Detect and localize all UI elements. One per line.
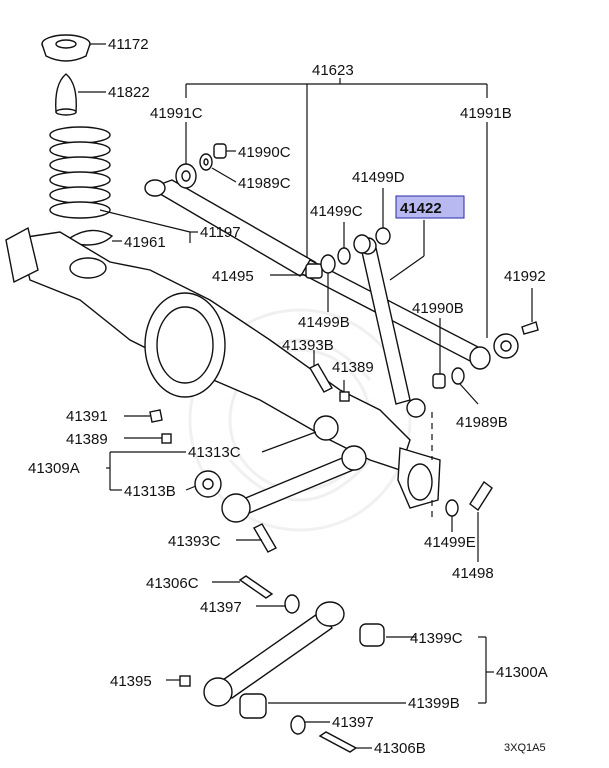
label-41499D[interactable]: 41499D [352,169,405,186]
label-41991C[interactable]: 41991C [150,105,203,122]
label-41389-lower[interactable]: 41389 [66,431,108,448]
bushing-41399B[interactable] [239,693,267,719]
label-41498[interactable]: 41498 [452,565,494,582]
label-41822[interactable]: 41822 [108,84,150,101]
spring-seat-41172[interactable] [41,34,91,62]
label-41961[interactable]: 41961 [124,234,166,251]
bushing-41990B[interactable] [432,373,446,389]
label-41991B[interactable]: 41991B [460,105,512,122]
label-41495[interactable]: 41495 [212,268,254,285]
label-41389-upper[interactable]: 41389 [332,359,374,376]
nut-41395[interactable] [179,675,191,687]
label-41399C[interactable]: 41399C [410,630,463,647]
highlight-41422 [395,195,465,219]
nut-41389b[interactable] [161,433,172,444]
bushing-41991C[interactable] [175,163,197,189]
label-41990C[interactable]: 41990C [238,144,291,161]
bolt-41393C[interactable] [253,523,277,553]
bushing-41499C[interactable] [337,234,371,265]
diagram-code: 3XQ1A5 [504,742,546,754]
washer-41989C[interactable] [199,153,213,171]
label-41397-upper[interactable]: 41397 [200,599,242,616]
bushing-41399C[interactable] [359,623,385,647]
label-41393B[interactable]: 41393B [282,337,334,354]
label-41197[interactable]: 41197 [200,224,241,241]
label-41990B[interactable]: 41990B [412,300,464,317]
bushing-41991B[interactable] [493,333,519,359]
bushing-pair-right[interactable] [469,346,491,370]
washer-41397a[interactable] [284,594,300,614]
nut-41389a[interactable] [339,391,350,402]
bump-stopper-41822[interactable] [55,73,77,116]
label-41499B[interactable]: 41499B [298,314,350,331]
bolt-41393B[interactable] [309,363,333,393]
bushing-41313C[interactable] [313,415,339,441]
washer-41499E[interactable] [445,499,459,517]
label-41397-lower[interactable]: 41397 [332,714,374,731]
lower-arm-41300A[interactable] [203,601,345,707]
coil-spring[interactable] [49,126,111,219]
label-41300A[interactable]: 41300A [496,664,548,681]
label-41499C[interactable]: 41499C [310,203,363,220]
leader-lines [106,78,533,749]
label-41623[interactable]: 41623 [312,62,354,79]
washer-41397b[interactable] [290,715,306,735]
label-41395[interactable]: 41395 [110,673,152,690]
label-41172[interactable]: 41172 [108,36,149,53]
nut-41391[interactable] [149,409,163,423]
label-41399B[interactable]: 41399B [408,695,460,712]
washer-41499B[interactable] [320,254,336,274]
bolt-41306B[interactable] [318,731,358,753]
bolt-41306C[interactable] [238,575,274,599]
label-41422[interactable]: 41422 [400,200,442,217]
label-41309A[interactable]: 41309A [28,460,80,477]
washer-41989B[interactable] [451,367,465,385]
washer-41499D[interactable] [375,227,391,245]
label-41992[interactable]: 41992 [504,268,546,285]
label-41989B[interactable]: 41989B [456,414,508,431]
label-41313B[interactable]: 41313B [124,483,176,500]
bushing-41313B[interactable] [194,470,222,498]
part-labels: 41172 41822 41623 41991C 41991B 41990C 4… [28,36,548,757]
label-41393C[interactable]: 41393C [168,533,221,550]
label-41391[interactable]: 41391 [66,408,108,425]
label-41313C[interactable]: 41313C [188,444,241,461]
label-41499E[interactable]: 41499E [424,534,476,551]
axle-housing [5,226,441,509]
spring-insulator-41961[interactable] [68,229,114,246]
bolt-41992[interactable] [521,321,539,335]
bolt-41498[interactable] [469,480,493,512]
label-41306C[interactable]: 41306C [146,575,199,592]
lateral-rod-41309A[interactable] [221,445,367,523]
label-41989C[interactable]: 41989C [238,175,291,192]
label-41306B[interactable]: 41306B [374,740,426,757]
bushing-41990C[interactable] [213,143,227,159]
